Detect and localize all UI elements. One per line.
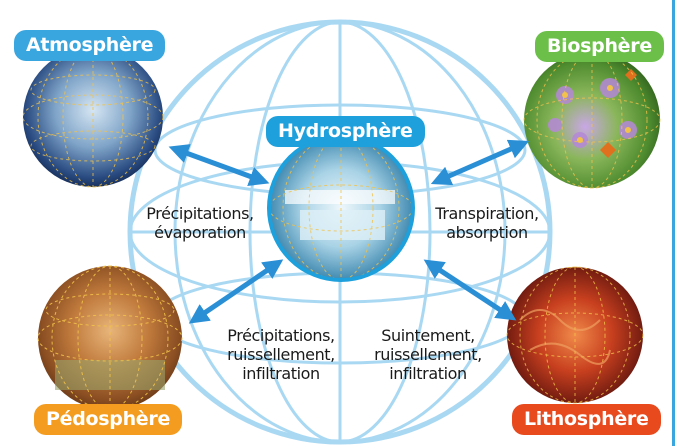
biosphere-globe <box>523 51 661 189</box>
exchange-line: ruissellement, <box>374 345 482 364</box>
arrow-biosphere-hydrosphere <box>430 139 530 186</box>
lithosphere-label: Lithosphère <box>512 404 661 435</box>
hydrosphere-label: Hydrosphère <box>266 116 425 147</box>
arrow-pedosphere-hydrosphere <box>188 259 284 324</box>
exchange-line: Suintement, <box>381 326 475 345</box>
exchange-line: absorption <box>446 223 528 242</box>
exchange-pedosphere-hydrosphere: Précipitations, ruissellement, infiltrat… <box>206 326 356 383</box>
exchange-line: Transpiration, <box>435 204 539 223</box>
pedosphere-globe <box>37 265 183 411</box>
atmosphere-globe <box>22 46 164 188</box>
exchange-line: infiltration <box>242 364 320 383</box>
exchange-line: infiltration <box>389 364 467 383</box>
exchange-line: Précipitations, <box>146 204 254 223</box>
exchange-line: évaporation <box>154 223 246 242</box>
hydrosphere-globe <box>267 134 415 282</box>
biosphere-label: Biosphère <box>535 31 664 62</box>
exchange-biosphere-hydrosphere: Transpiration, absorption <box>418 204 556 242</box>
arrow-lithosphere-hydrosphere <box>423 259 517 321</box>
exchange-line: Précipitations, <box>227 326 335 345</box>
arrow-atmosphere-hydrosphere <box>168 144 270 186</box>
lithosphere-globe <box>506 266 644 404</box>
atmosphere-label: Atmosphère <box>14 30 166 61</box>
exchange-line: ruissellement, <box>227 345 335 364</box>
exchange-lithosphere-hydrosphere: Suintement, ruissellement, infiltration <box>358 326 498 383</box>
pedosphere-label: Pédosphère <box>34 404 183 435</box>
exchange-atmosphere-hydrosphere: Précipitations, évaporation <box>126 204 274 242</box>
